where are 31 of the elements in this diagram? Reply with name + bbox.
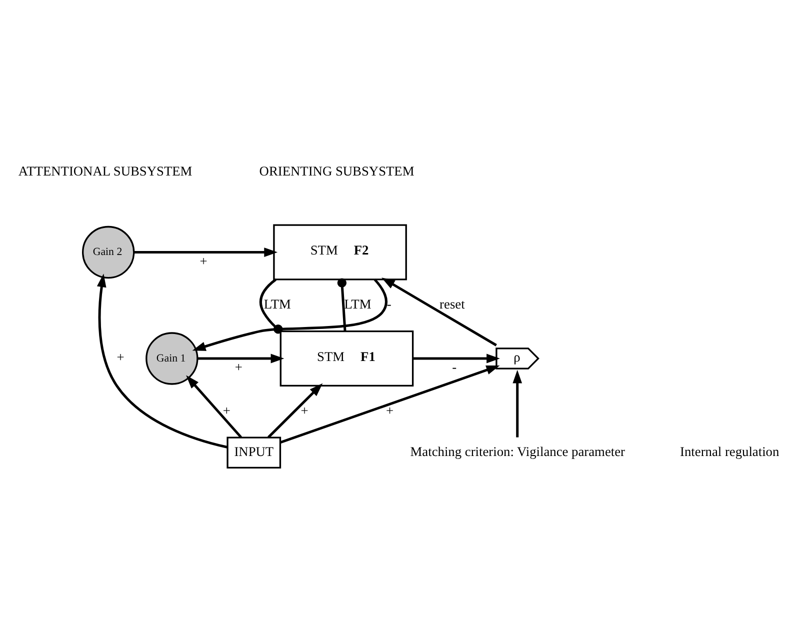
- label: ORIENTING SUBSYSTEM: [259, 164, 414, 179]
- arrow: [280, 366, 500, 444]
- node-box: STM F1: [280, 330, 414, 387]
- arrow: [198, 354, 284, 364]
- edge-label: +: [200, 253, 208, 268]
- arrow: [96, 274, 228, 448]
- edge-label: +: [234, 360, 242, 375]
- edge-label: LTM: [264, 296, 291, 312]
- edge-label: +: [116, 350, 124, 365]
- node-circle: Gain 1: [146, 332, 198, 385]
- arrow: [186, 375, 242, 438]
- arrow: [192, 278, 388, 351]
- edge-label: +: [222, 402, 230, 418]
- node-text: Matching criterion: Vigilance parameter: [410, 444, 626, 459]
- node-box: STM F2: [273, 224, 407, 280]
- arrow: [134, 248, 278, 257]
- label: ATTENTIONAL SUBSYSTEM: [18, 164, 192, 179]
- edge-label: reset: [440, 296, 465, 312]
- arrow: [412, 354, 500, 364]
- edge-label: -: [452, 360, 457, 375]
- edge-label: LTM: [344, 296, 372, 312]
- arrow: [512, 370, 522, 438]
- edge-label: +: [386, 402, 394, 418]
- label: Internal regulation: [680, 444, 780, 459]
- edge-label: +: [300, 402, 308, 418]
- edge-label: -: [386, 296, 392, 312]
- connector: [337, 278, 347, 332]
- arrow: [382, 278, 497, 346]
- arrow: [268, 383, 323, 438]
- node-box: INPUT: [226, 436, 282, 468]
- node-circle: Gain 2: [82, 226, 135, 279]
